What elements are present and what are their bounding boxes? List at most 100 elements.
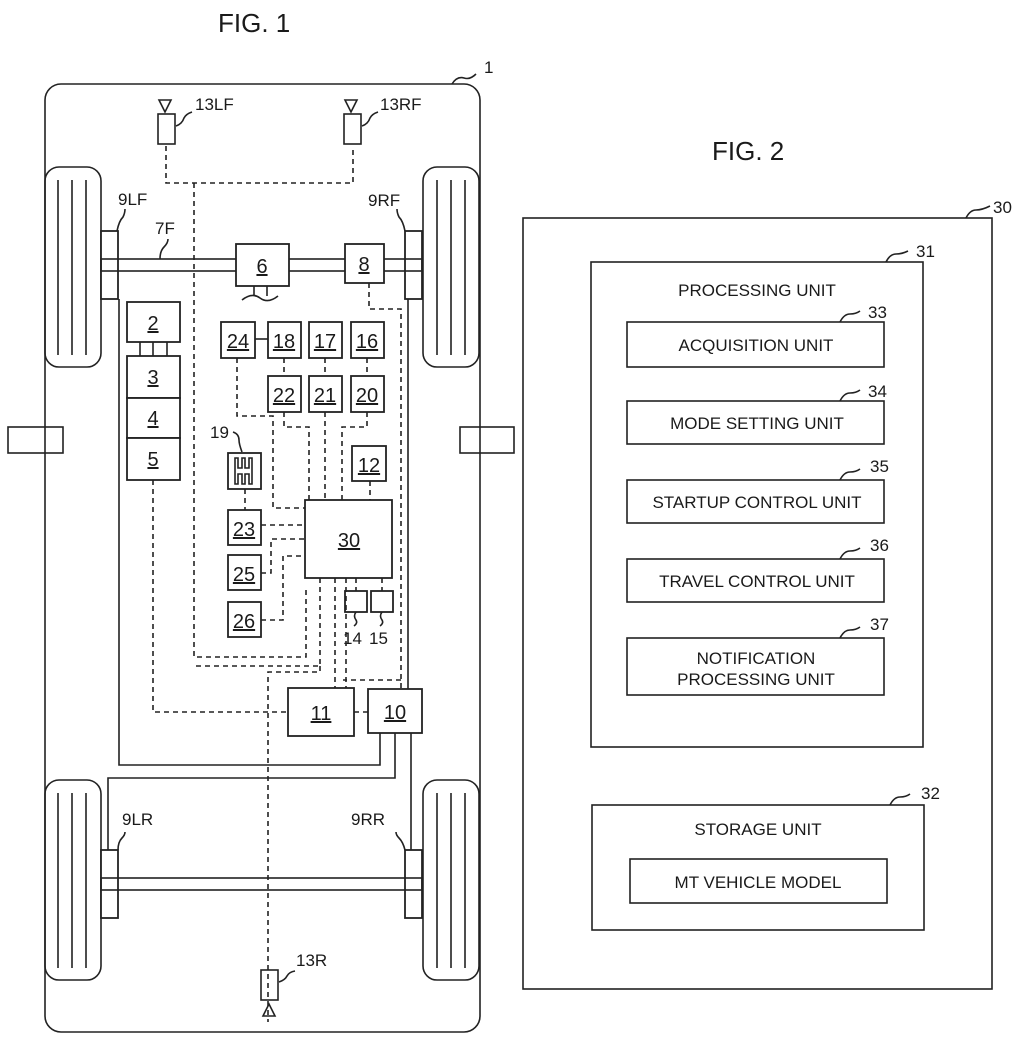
block-12 <box>351 445 387 482</box>
link-2-3 <box>139 342 168 356</box>
block-17-label: 17 <box>314 331 336 353</box>
leader-36 <box>839 547 861 560</box>
unit-box <box>626 321 885 368</box>
links-row1-row2 <box>283 358 368 376</box>
unit-startup-control: 35 STARTUP CONTROL UNIT <box>626 457 889 524</box>
block-2-label: 2 <box>147 313 158 335</box>
unit-label: ACQUISITION UNIT <box>679 336 834 355</box>
callout-15: 15 <box>369 629 388 648</box>
shifter-19-label: 19 <box>210 423 229 442</box>
antenna-icon <box>343 99 359 114</box>
storage-unit-ref: 32 <box>921 784 940 803</box>
block-3-label: 3 <box>147 367 158 389</box>
leader-37 <box>839 626 861 639</box>
wheel-front-right <box>422 166 480 368</box>
unit-travel-control: 36 TRAVEL CONTROL UNIT <box>626 536 889 603</box>
wheel-rear-right <box>422 779 480 981</box>
block-3 <box>126 355 181 399</box>
wheel-9rr-label: 9RR <box>351 810 385 829</box>
leader-9rr <box>395 831 406 851</box>
unit-box <box>626 637 885 696</box>
storage-unit-label: STORAGE UNIT <box>694 820 821 839</box>
link-25-30 <box>261 538 305 574</box>
unit-label: TRAVEL CONTROL UNIT <box>659 572 855 591</box>
sensor-body <box>157 113 176 145</box>
brake-line-rear-left <box>107 733 396 850</box>
processing-unit-box <box>590 261 924 748</box>
block-8 <box>344 243 385 284</box>
hub-9lf <box>100 230 119 300</box>
sensor-13r-label: 13R <box>296 951 327 970</box>
link-30-13r <box>267 666 321 1022</box>
brake-line-front-left <box>118 299 381 766</box>
hub-9rf <box>404 230 423 300</box>
block-16-label: 16 <box>356 331 378 353</box>
unit-label-line1: NOTIFICATION <box>697 649 816 668</box>
antenna-icon <box>261 1002 277 1017</box>
block-4 <box>126 397 181 439</box>
block-26-label: 26 <box>233 611 255 633</box>
unit-label: MODE SETTING UNIT <box>670 414 844 433</box>
leader-9lr <box>117 831 126 851</box>
block-17 <box>308 321 343 359</box>
block-23-label: 23 <box>233 519 255 541</box>
sensor-body <box>343 113 362 145</box>
leader-33 <box>839 310 861 323</box>
sensor-13r: 13R <box>260 951 327 1017</box>
sensor-bus-line <box>165 146 354 184</box>
vehicle-body <box>44 83 481 1033</box>
leader-35 <box>839 468 861 481</box>
shaft-output <box>241 286 279 302</box>
unit-ref: 37 <box>870 615 889 634</box>
sensor-13rf-label: 13RF <box>380 95 422 114</box>
unit-notification-processing: 37 NOTIFICATION PROCESSING UNIT <box>626 615 889 696</box>
tire <box>422 779 480 981</box>
leader-31 <box>885 250 909 263</box>
block-8-label: 8 <box>358 254 369 276</box>
link-20-30 <box>341 412 368 500</box>
processing-unit-label: PROCESSING UNIT <box>678 281 836 300</box>
leader-9rf <box>396 208 406 232</box>
sensor-13rf: 13RF <box>343 95 422 145</box>
unit-label: STARTUP CONTROL UNIT <box>652 493 861 512</box>
block-10 <box>367 688 423 734</box>
unit-mode-setting: 34 MODE SETTING UNIT <box>626 382 887 445</box>
mt-vehicle-model-label: MT VEHICLE MODEL <box>675 873 842 892</box>
hub-9rr <box>404 849 423 919</box>
gear-shift-pattern-icon <box>234 457 253 485</box>
sensor-body <box>260 969 279 1001</box>
tire <box>44 166 102 368</box>
block-6 <box>235 243 290 287</box>
link-26-30 <box>261 555 305 621</box>
sensor-leader <box>175 111 193 127</box>
block-6-label: 6 <box>256 256 267 278</box>
controller-30-box <box>522 217 993 990</box>
block-24-label: 24 <box>227 331 249 353</box>
antenna-icon <box>157 99 173 114</box>
block-18-label: 18 <box>273 331 295 353</box>
leader-32 <box>889 793 911 806</box>
link-8-10 <box>368 283 402 715</box>
rear-axle <box>100 877 423 891</box>
block-30-label: 30 <box>338 530 360 552</box>
unit-box <box>626 558 885 603</box>
block-25-label: 25 <box>233 564 255 586</box>
axle-7f-label: 7F <box>155 219 175 238</box>
block-20-label: 20 <box>356 385 378 407</box>
block-22-label: 22 <box>273 385 295 407</box>
wheel-9rf-label: 9RF <box>368 191 400 210</box>
mt-vehicle-model-box <box>629 858 888 904</box>
leaders-14-15 <box>353 611 384 627</box>
tire <box>44 779 102 981</box>
sensor-leader <box>278 970 296 983</box>
storage-unit-box <box>591 804 925 931</box>
unit-ref: 33 <box>868 303 887 322</box>
wheel-9lf-label: 9LF <box>118 190 147 209</box>
block-30-ecu <box>304 499 393 579</box>
controller-ref: 30 <box>993 198 1012 217</box>
link-22-30 <box>283 412 310 500</box>
unit-box <box>626 400 885 445</box>
vehicle-leader <box>451 73 477 85</box>
sensor-13lf: 13LF <box>157 95 234 145</box>
